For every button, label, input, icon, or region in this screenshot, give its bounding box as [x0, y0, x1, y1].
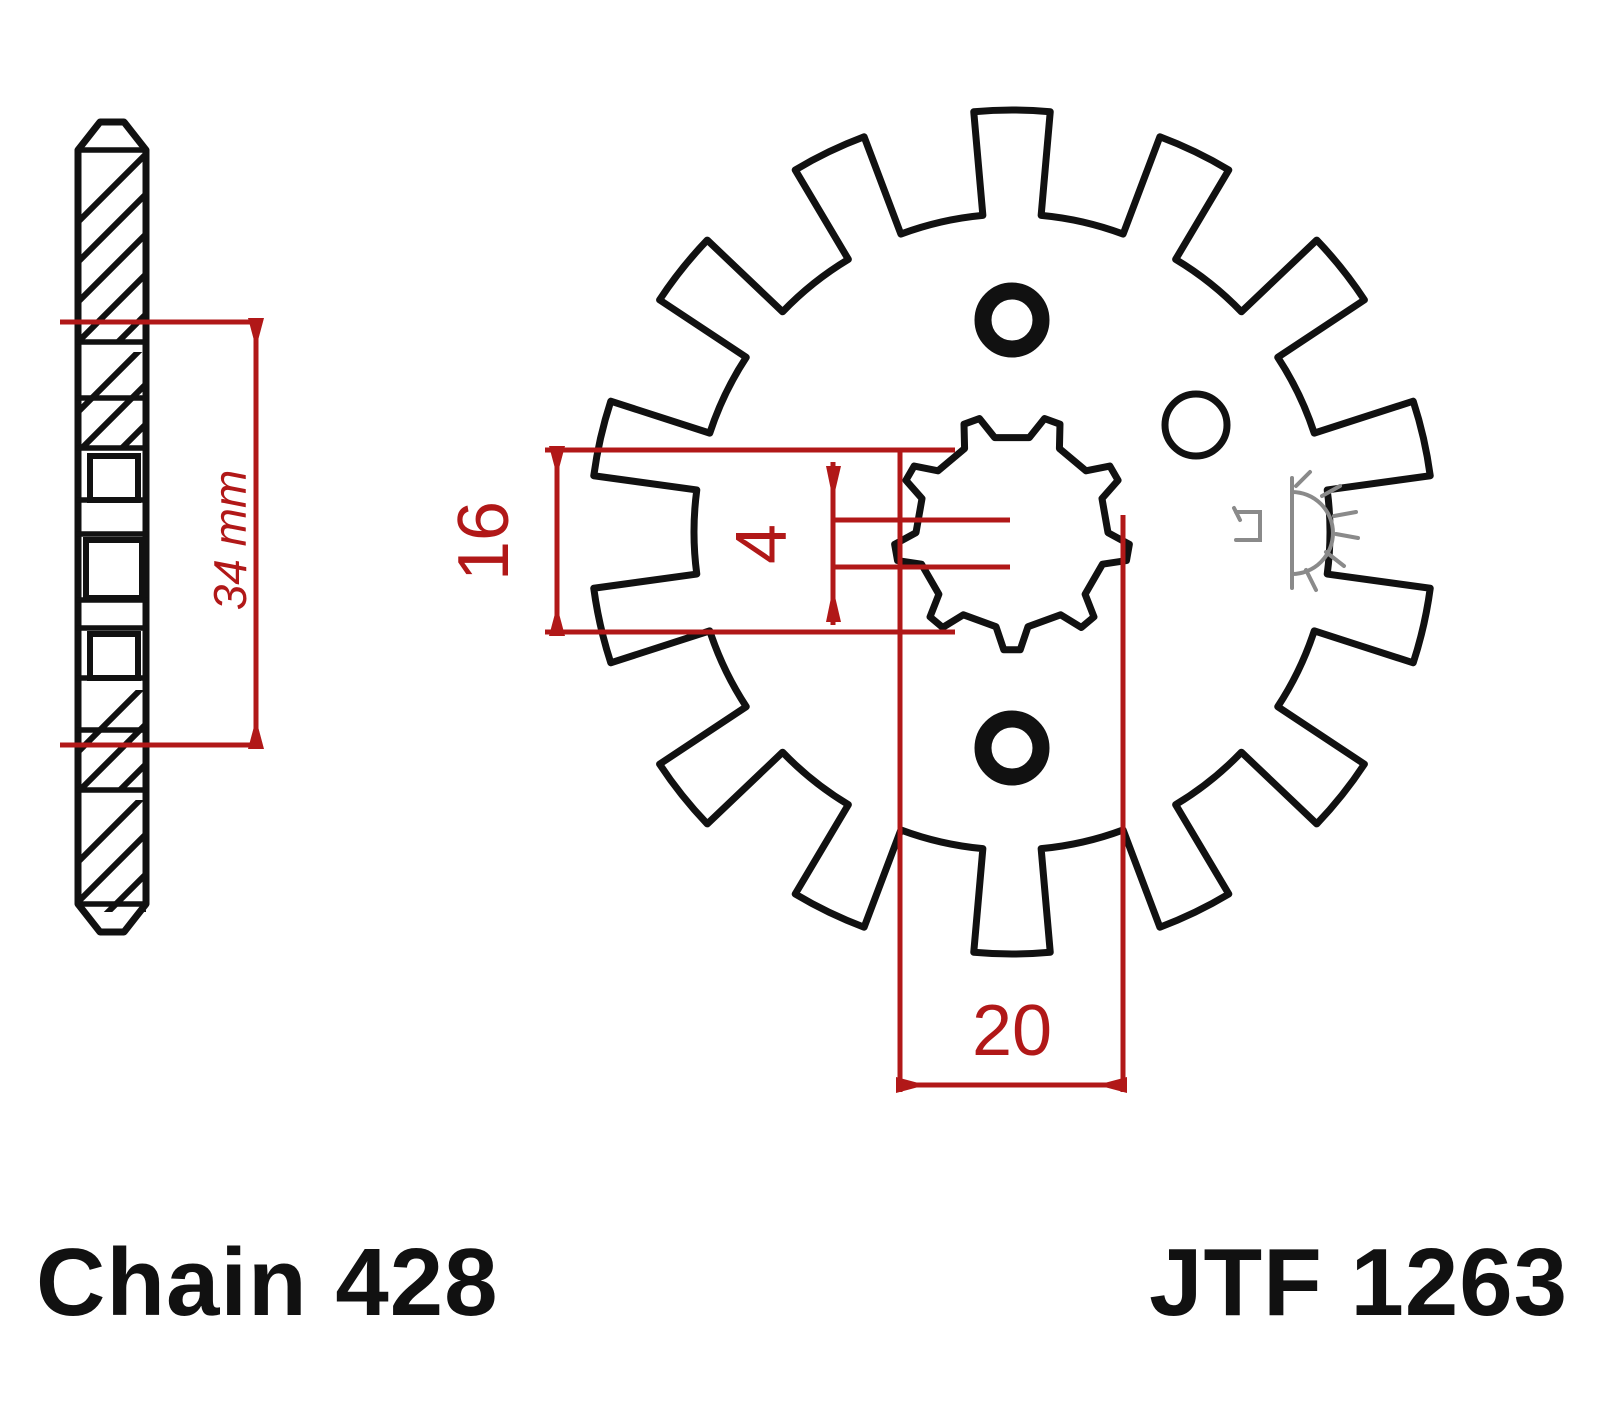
dimension-label-hub: 16 — [444, 501, 524, 581]
side-view-dividers — [75, 147, 149, 907]
section-hatch-second — [78, 352, 146, 448]
dimension-label-thickness: 34 mm — [204, 470, 256, 611]
mounting-hole-top — [974, 282, 1050, 358]
mounting-hole-right — [1161, 390, 1231, 460]
section-hatch-bottom — [78, 800, 146, 912]
part-number-caption: JTF 1263 — [1149, 1229, 1568, 1336]
sun-burst-icon — [1232, 470, 1360, 592]
side-view-hub-cutouts — [83, 453, 145, 681]
mounting-hole-bottom — [974, 710, 1050, 786]
sprocket-teeth-outline — [590, 106, 1434, 958]
dimension-bore-20: 20 — [896, 452, 1127, 1093]
dimension-label-bore: 20 — [972, 991, 1052, 1071]
section-hatch-upper — [78, 150, 146, 342]
front-view-sprocket — [590, 106, 1434, 958]
section-hatch-lower — [78, 690, 146, 790]
dimension-label-spline: 4 — [722, 524, 802, 564]
spline-bore-outline — [891, 415, 1133, 654]
dimension-thickness-34mm: 34 mm — [60, 318, 264, 749]
dimension-hub-16: 16 — [444, 446, 955, 636]
dimension-spline-4: 4 — [722, 462, 1010, 625]
side-section-view — [74, 118, 150, 936]
chain-caption: Chain 428 — [36, 1229, 499, 1336]
side-view-outline — [74, 118, 150, 936]
